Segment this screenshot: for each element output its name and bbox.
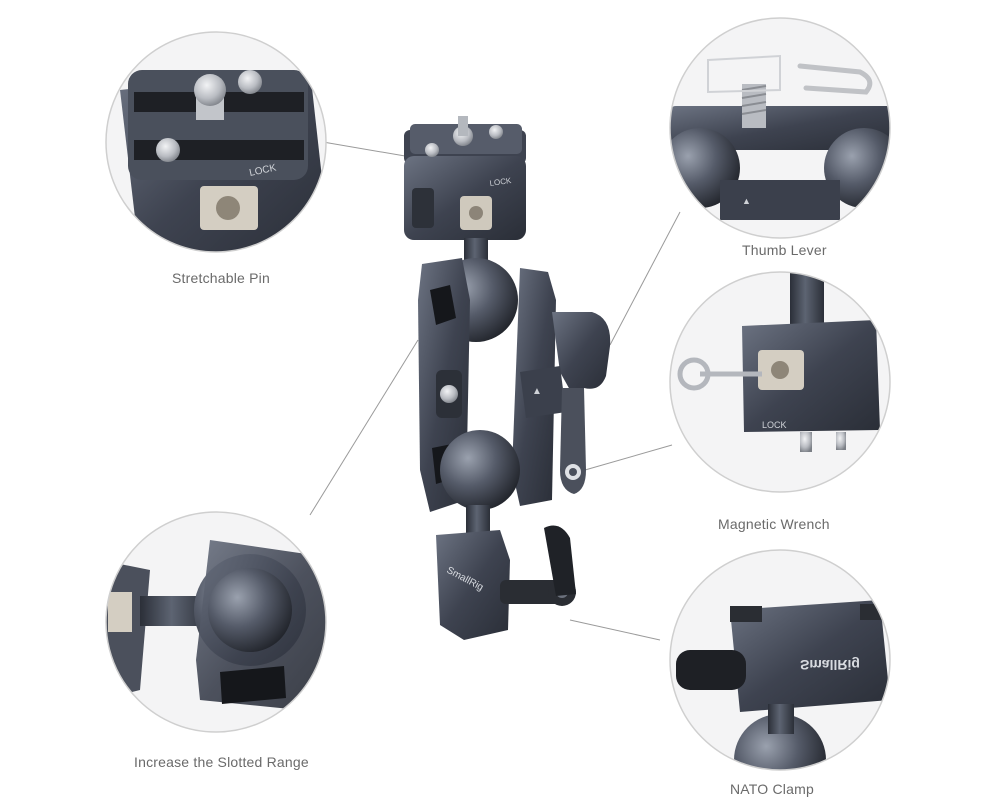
leader-wrench [584, 444, 673, 471]
lower-ball-joint [440, 430, 520, 510]
zoom-circle-stretchable-pin: LOCK [105, 31, 327, 253]
lock-engraving-wrench: LOCK [762, 420, 787, 430]
arrow-icon: ▲ [532, 386, 542, 397]
arrow-icon-zoom: ▲ [742, 196, 751, 206]
magic-arm-product: LOCK ▲ SmallRig [404, 116, 611, 640]
clamp-lever [544, 525, 576, 596]
callout-thumb-lever: Thumb Lever [742, 242, 827, 258]
leader-thumb [609, 211, 681, 346]
zoom-circle-nato-clamp: SmallRig [669, 549, 891, 771]
center-button-icon [440, 385, 458, 403]
zoom-circle-magnetic-wrench: LOCK [669, 271, 891, 493]
zoom-circle-slotted-range [105, 511, 327, 733]
lock-engraving: LOCK [489, 176, 512, 188]
callout-magnetic-wrench: Magnetic Wrench [718, 516, 830, 532]
clamp-knob-zoom [676, 650, 746, 690]
callout-stretchable-pin: Stretchable Pin [172, 270, 270, 286]
callout-slotted-range: Increase the Slotted Range [134, 754, 309, 770]
callout-nato-clamp: NATO Clamp [730, 781, 814, 797]
leader-nato [569, 619, 661, 641]
pin-icon [425, 143, 439, 157]
zoom-circle-thumb-lever: ▲ [669, 17, 891, 239]
top-mount-block: LOCK [404, 116, 526, 240]
thumb-lever [552, 312, 611, 390]
brand-engraving-zoom: SmallRig [800, 657, 860, 673]
pin-icon [489, 125, 503, 139]
slot-upper [430, 285, 456, 325]
leader-slot [309, 339, 419, 516]
nato-clamp-main: SmallRig [436, 525, 576, 640]
